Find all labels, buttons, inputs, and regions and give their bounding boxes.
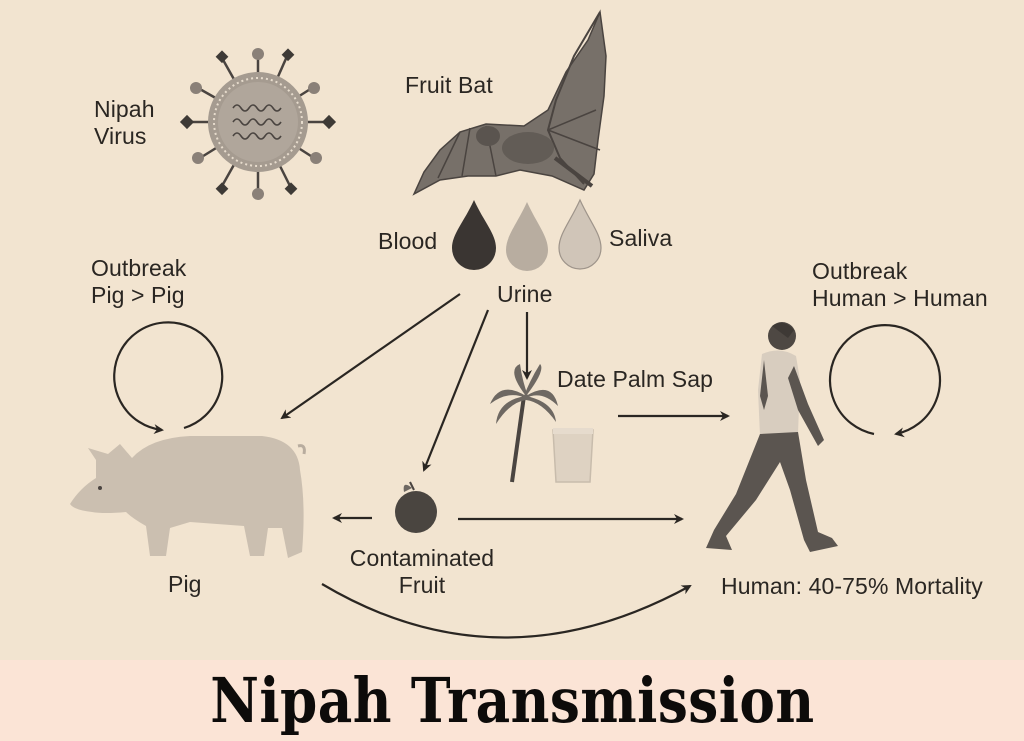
fruit-label-line1: Contaminated <box>349 545 495 571</box>
human-outbreak-loop-icon <box>828 324 942 438</box>
pig-icon <box>70 436 306 558</box>
virus-label: Nipah Virus <box>94 96 155 150</box>
transmission-arrows <box>280 293 730 639</box>
blood-drop-icon <box>452 200 496 270</box>
virus-icon <box>179 48 337 200</box>
pig-label: Pig <box>168 571 202 597</box>
bat-icon <box>412 9 607 196</box>
palm-tree-icon <box>490 364 558 483</box>
pig-outbreak-line2: Pig > Pig <box>91 282 185 308</box>
page-title: Nipah Transmission <box>209 663 815 737</box>
pig-outbreak-line1: Outbreak <box>91 255 187 281</box>
bat-label: Fruit Bat <box>405 72 493 98</box>
date-palm-sap-label: Date Palm Sap <box>557 366 713 392</box>
diagram-artwork <box>70 9 942 639</box>
title-band: Nipah Transmission <box>0 660 1024 741</box>
contaminated-fruit-label: Contaminated Fruit <box>338 545 506 599</box>
urine-drop-icon <box>506 202 548 271</box>
pig-outbreak-loop-icon <box>113 321 224 435</box>
human-outbreak-label: Outbreak Human > Human <box>812 258 988 312</box>
sap-glass-icon <box>552 428 594 483</box>
blood-label: Blood <box>378 228 438 254</box>
human-outbreak-line2: Human > Human <box>812 285 988 311</box>
fruit-label-line2: Fruit <box>398 572 446 598</box>
human-mortality-label: Human: 40-75% Mortality <box>721 573 983 599</box>
virus-label-line2: Virus <box>94 123 147 149</box>
apple-icon <box>395 481 437 533</box>
saliva-drop-icon <box>558 198 602 270</box>
pig-outbreak-label: Outbreak Pig > Pig <box>91 255 186 309</box>
diagram-canvas: Nipah Virus Fruit Bat Blood Saliva Urine… <box>70 9 988 639</box>
saliva-label: Saliva <box>609 225 673 251</box>
walking-person-icon <box>706 322 838 552</box>
virus-label-line1: Nipah <box>94 96 155 122</box>
human-outbreak-line1: Outbreak <box>812 258 908 284</box>
urine-label: Urine <box>497 281 553 307</box>
